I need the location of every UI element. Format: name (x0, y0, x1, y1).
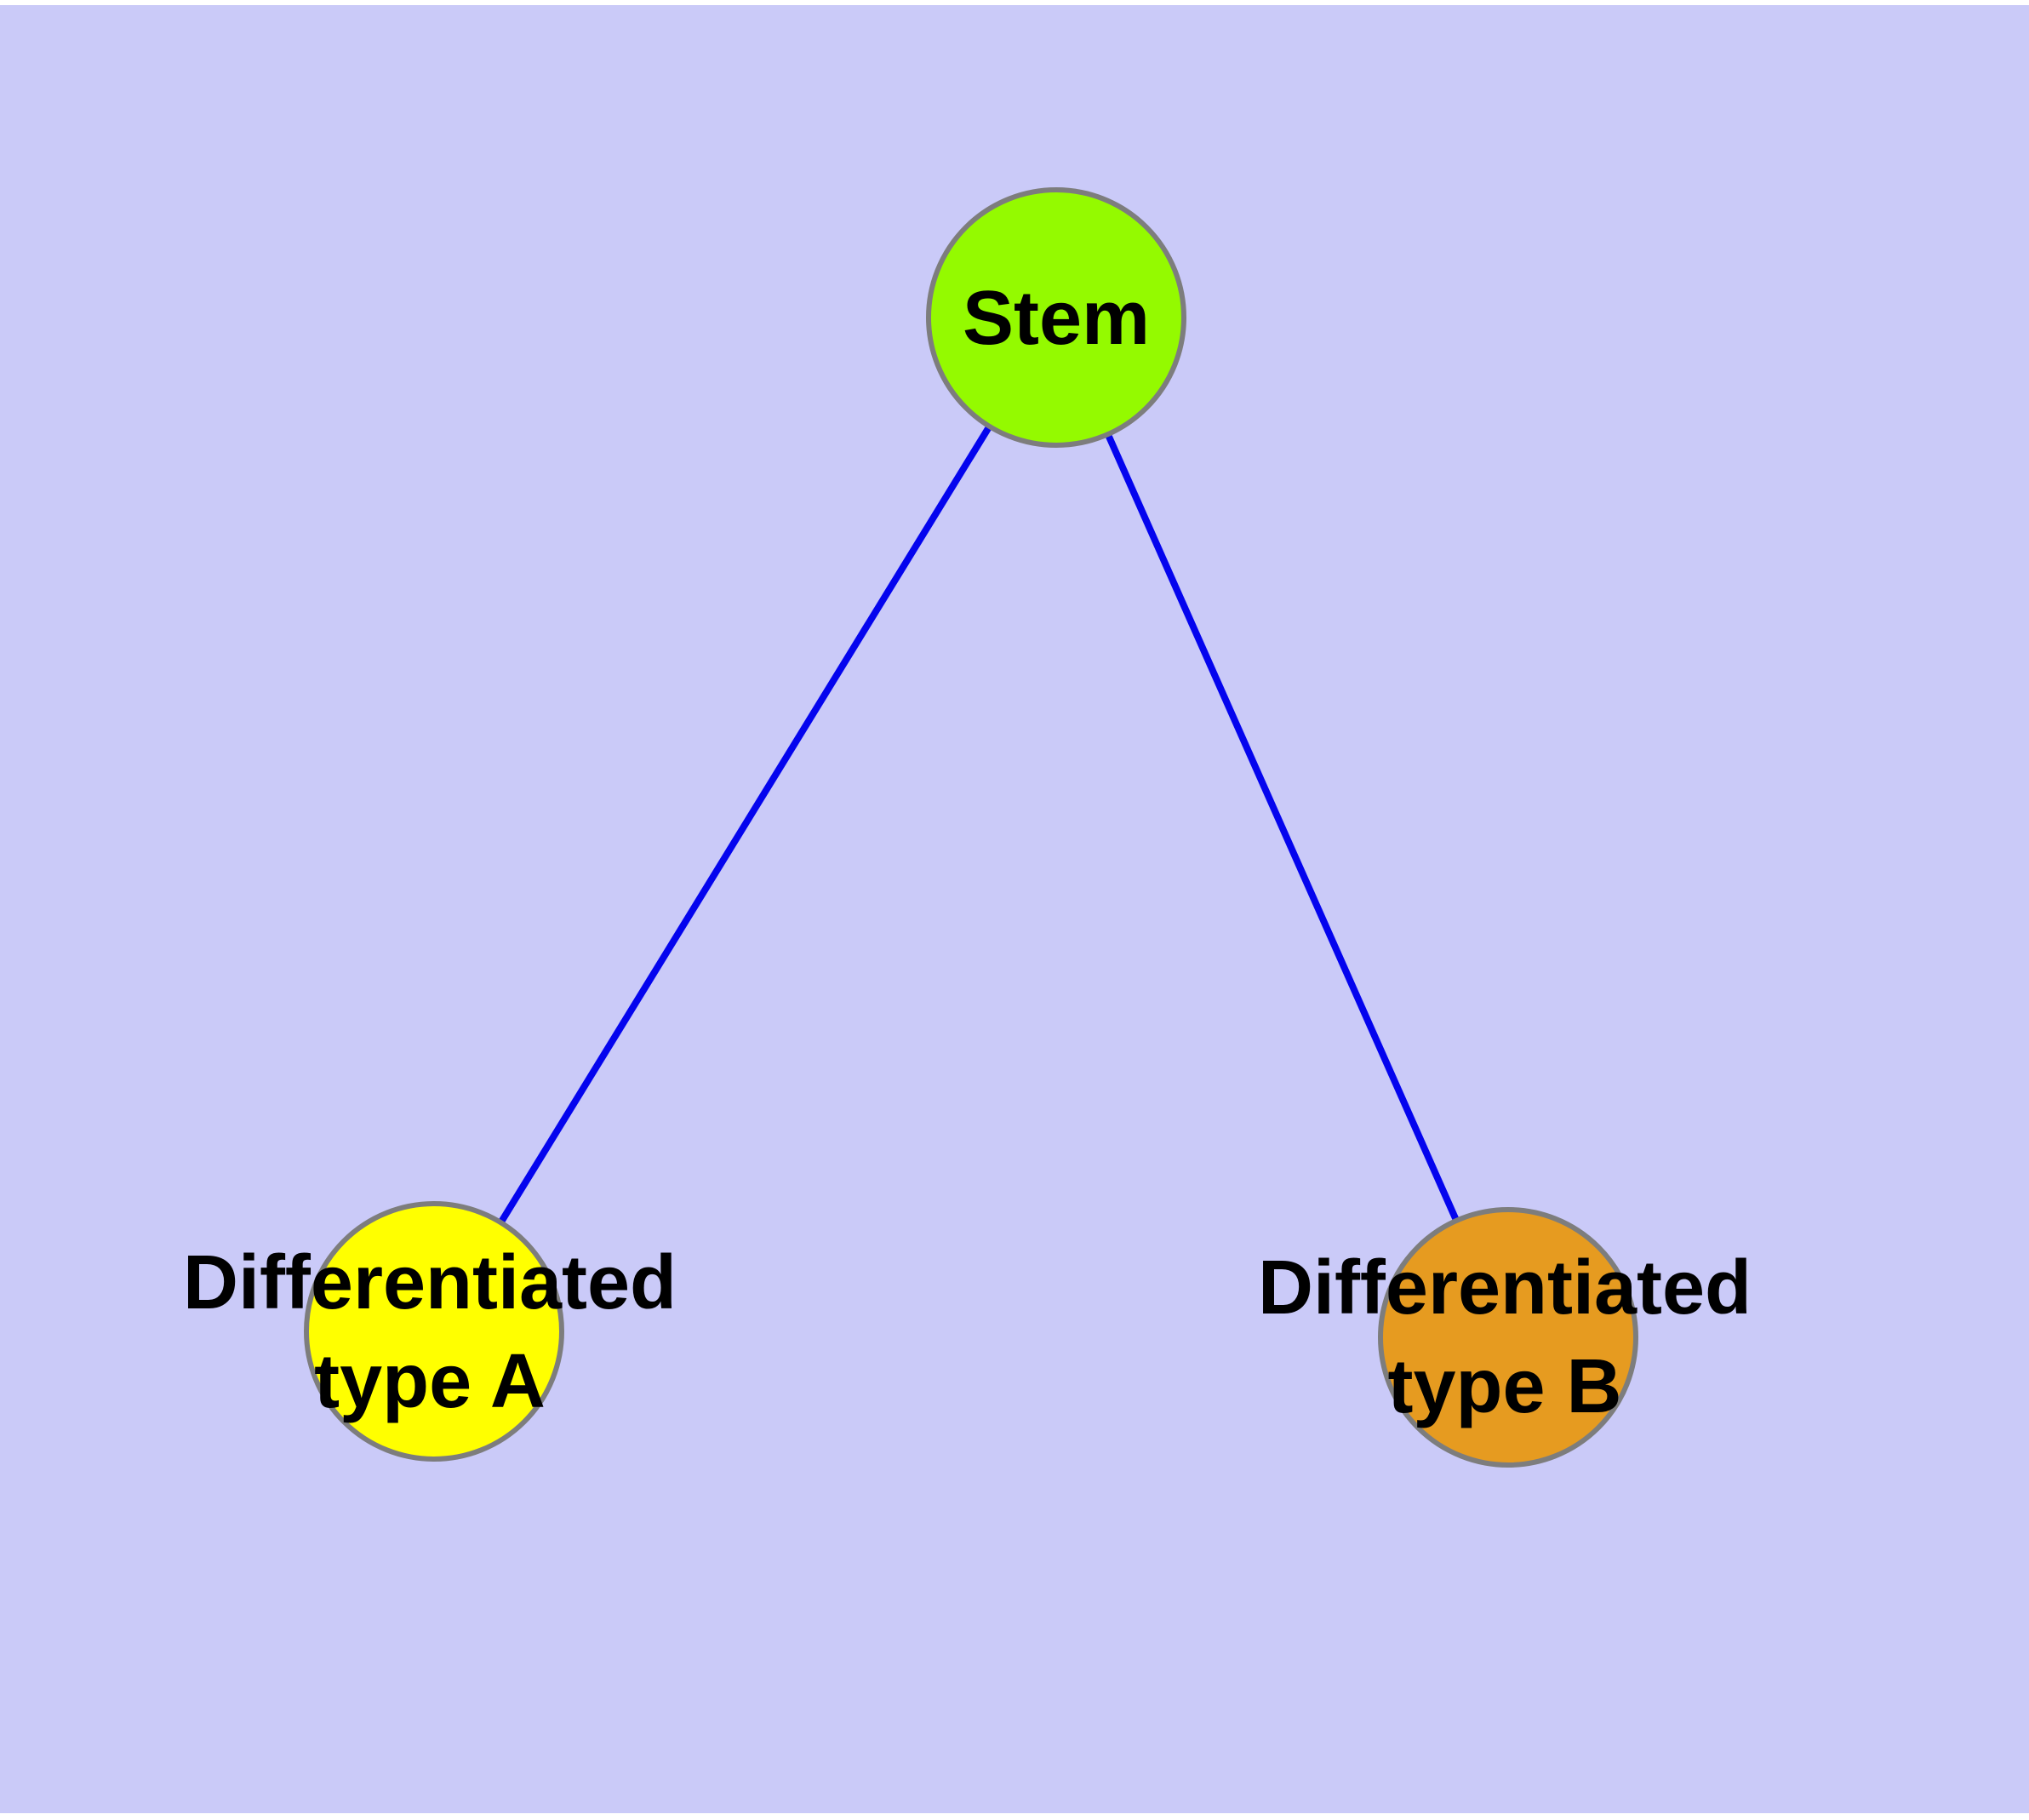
node-type-a-label-line2: type A (314, 1339, 546, 1424)
node-stem-circle (926, 187, 1186, 448)
node-type-a-label-line1: Differentiated (183, 1240, 677, 1325)
node-type-b-label-line1: Differentiated (1258, 1245, 1752, 1331)
node-type-a-circle (304, 1201, 564, 1462)
edge-layer (431, 315, 1512, 1339)
node-type-b-circle (1378, 1207, 1638, 1468)
edge-stem-to-type-b (1053, 316, 1512, 1339)
node-stem-label: Stem (963, 276, 1150, 361)
node-type-b-label-line2: type B (1387, 1344, 1621, 1429)
node-differentiated-type-a: Differentiated type A (183, 1201, 677, 1462)
edge-stem-to-type-a (431, 315, 1060, 1334)
node-differentiated-type-b: Differentiated type B (1258, 1207, 1752, 1468)
node-stem: Stem (926, 187, 1186, 448)
